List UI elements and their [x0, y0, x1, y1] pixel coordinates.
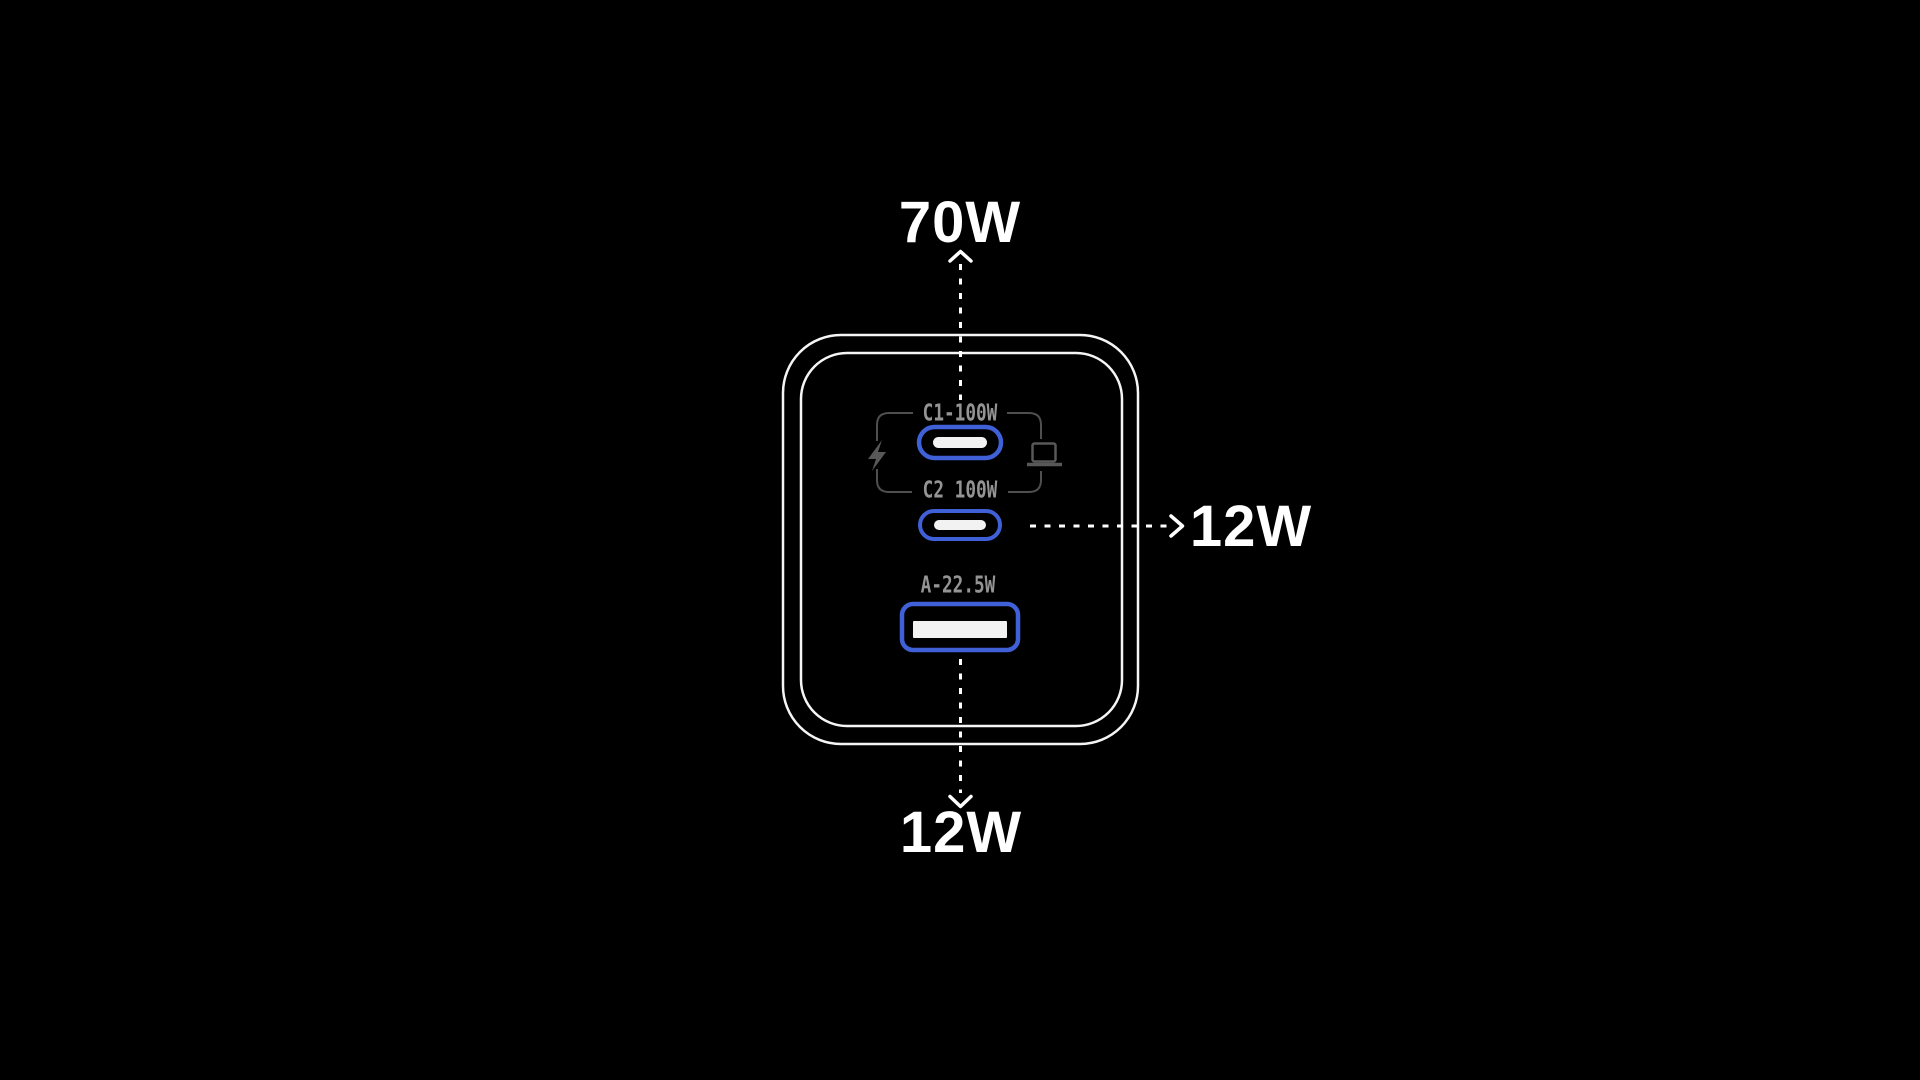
usb-a-port-pin: [913, 621, 1007, 638]
port-label-a: A-22.5W: [920, 572, 996, 599]
top-output-arrow: [948, 249, 973, 400]
usb-c-port-c2-frame: [918, 509, 1002, 541]
laptop-icon: [1027, 442, 1062, 467]
usb-c-port-c1: [916, 424, 1004, 461]
port-label-c2: C2 100W: [922, 477, 998, 504]
right-output-watt-label: 12W: [1189, 494, 1313, 559]
bottom-output-watt-label: 12W: [899, 800, 1023, 865]
usb-a-port-frame: [899, 601, 1021, 653]
top-output-watt-label: 70W: [898, 190, 1022, 255]
usb-c-port-c2: [918, 509, 1002, 541]
arrow-up-icon: [948, 249, 973, 263]
arrow-right-icon: [1169, 514, 1185, 538]
port-label-c1: C1-100W: [922, 400, 998, 427]
usb-a-port: [899, 601, 1021, 653]
usb-c-port-c1-pin: [933, 437, 987, 448]
laptop-screen: [1031, 442, 1057, 463]
usb-c-port-c2-pin: [934, 520, 986, 530]
arrow-down-icon: [948, 794, 973, 809]
port-group-bracket: [876, 412, 1042, 493]
charger-outline-outer: [781, 333, 1140, 746]
lightning-icon: [868, 440, 886, 471]
usb-c-port-c1-frame: [916, 424, 1004, 461]
right-output-arrow: [1030, 514, 1185, 538]
bottom-output-arrow: [948, 659, 973, 809]
